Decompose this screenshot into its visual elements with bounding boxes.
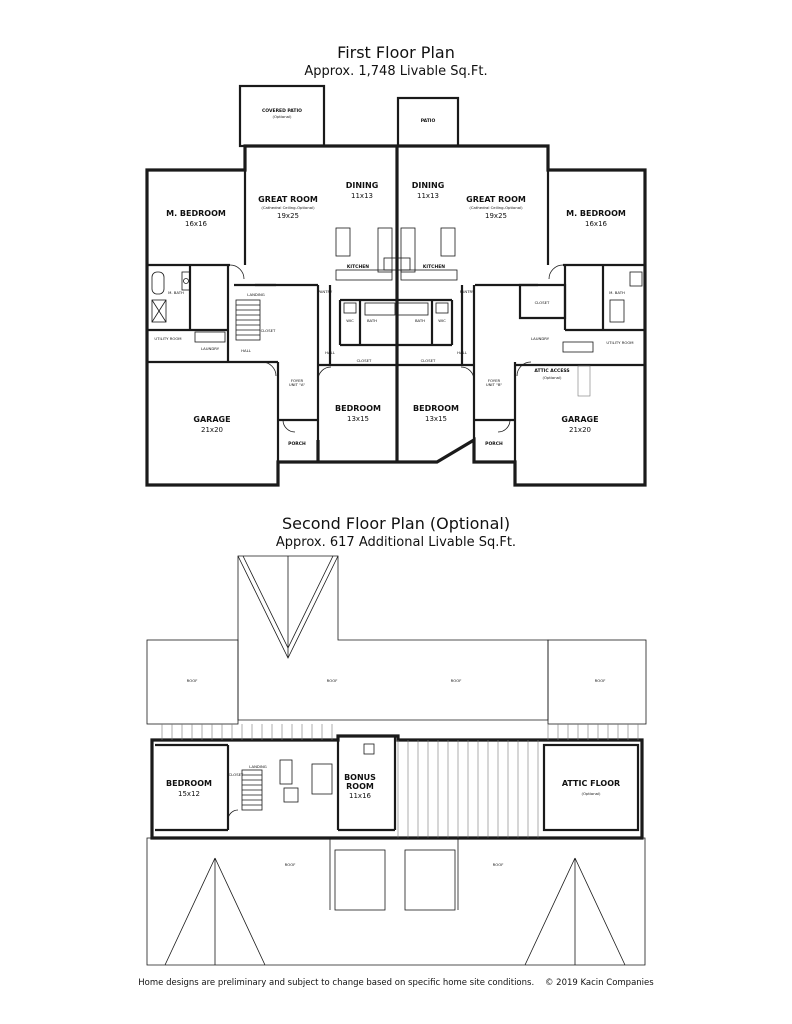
- bedroom-label-a: BEDROOM: [335, 404, 381, 413]
- covered-patio-label: COVERED PATIO: [262, 108, 302, 114]
- great-room-size-b: 19x25: [485, 212, 507, 220]
- utility-room-label-b: UTILITY ROOM: [606, 340, 633, 345]
- second-floor-subtitle: Approx. 617 Additional Livable Sq.Ft.: [275, 535, 517, 550]
- attic-floor-outline: [542, 743, 640, 832]
- covered-patio-note: (Optional): [272, 114, 292, 119]
- hall-label-b: HALL: [457, 350, 468, 355]
- great-room-label-b: GREAT ROOM: [466, 195, 526, 204]
- great-room-label-a: GREAT ROOM: [258, 195, 318, 204]
- garage-label-b: GARAGE: [561, 415, 598, 424]
- wic-label-b: WIC: [438, 318, 446, 323]
- bath-label-a: BATH: [367, 318, 377, 323]
- bedroom-label-b: BEDROOM: [413, 404, 459, 413]
- kitchen-label-b: KITCHEN: [423, 264, 445, 270]
- laundry-label-b: LAUNDRY: [531, 336, 550, 341]
- footer-disclaimer: Home designs are preliminary and subject…: [138, 978, 535, 988]
- first-floor-title: First Floor Plan: [337, 43, 455, 62]
- closet-label-b: CLOSET: [535, 300, 550, 305]
- attic-floor-label: ATTIC FLOOR: [562, 779, 620, 788]
- closet2-label-b: CLOSET: [421, 358, 436, 363]
- utility-room-label-a: UTILITY ROOM: [154, 336, 181, 341]
- m-bath-label-b: M. BATH: [609, 290, 625, 295]
- garage-label-a: GARAGE: [193, 415, 230, 424]
- attic-access-label: ATTIC ACCESS: [534, 368, 569, 374]
- master-bedroom-size-a: 16x16: [185, 220, 208, 228]
- roof-label-5: ROOF: [285, 862, 296, 867]
- patio-label: PATIO: [421, 118, 436, 124]
- footer-copyright: © 2019 Kacin Companies: [544, 978, 654, 988]
- garage-size-a: 21x20: [201, 426, 223, 434]
- roof-label-6: ROOF: [493, 862, 504, 867]
- bedroom-size-a: 13x15: [347, 415, 369, 423]
- closet-label-a: CLOSET: [261, 328, 276, 333]
- closet2-label-a: CLOSET: [357, 358, 372, 363]
- master-bedroom-label-a: M. BEDROOM: [166, 209, 226, 218]
- pantry-label-b: PANTRY: [460, 289, 475, 294]
- bedroom-2f-size: 15x12: [178, 790, 200, 798]
- master-bedroom-label-b: M. BEDROOM: [566, 209, 626, 218]
- dining-label-a: DINING: [346, 181, 379, 190]
- bedroom-size-b: 13x15: [425, 415, 447, 423]
- dining-size-b: 11x13: [417, 192, 439, 200]
- great-room-size-a: 19x25: [277, 212, 299, 220]
- bath-label-b: BATH: [415, 318, 425, 323]
- garage-size-b: 21x20: [569, 426, 591, 434]
- roof-label-2: ROOF: [327, 678, 338, 683]
- landing-2f-label: LANDING: [249, 764, 267, 769]
- attic-access-note: (Optional): [542, 375, 562, 380]
- dining-size-a: 11x13: [351, 192, 373, 200]
- great-room-note-a: (Cathedral Ceiling-Optional): [261, 205, 315, 210]
- attic-floor-note: (Optional): [581, 791, 601, 796]
- m-bath-label-a: M. BATH: [168, 290, 184, 295]
- wic-label-a: WIC: [346, 318, 354, 323]
- second-floor-title: Second Floor Plan (Optional): [281, 514, 511, 533]
- laundry-label-a: LAUNDRY: [201, 346, 220, 351]
- hall-label-a: HALL: [241, 348, 252, 353]
- porch-label-b: PORCH: [485, 441, 503, 447]
- hall2-label-a: HALL: [325, 350, 336, 355]
- roof-label-3: ROOF: [451, 678, 462, 683]
- bedroom-2f-label: BEDROOM: [166, 779, 212, 788]
- kitchen-label-a: KITCHEN: [347, 264, 369, 270]
- landing-label-a: LANDING: [247, 292, 265, 297]
- first-floor-subtitle: Approx. 1,748 Livable Sq.Ft.: [304, 64, 488, 79]
- pantry-label-a: PANTRY: [318, 289, 333, 294]
- great-room-note-b: (Cathedral Ceiling-Optional): [469, 205, 523, 210]
- bonus-room-size: 11x16: [349, 792, 372, 800]
- roof-label-4: ROOF: [595, 678, 606, 683]
- porch-label-a: PORCH: [288, 441, 306, 447]
- footer: Home designs are preliminary and subject…: [0, 978, 792, 988]
- master-bedroom-size-b: 16x16: [585, 220, 608, 228]
- dining-label-b: DINING: [412, 181, 445, 190]
- roof-label-1: ROOF: [187, 678, 198, 683]
- closet-2f-label: CLOSET: [229, 772, 244, 777]
